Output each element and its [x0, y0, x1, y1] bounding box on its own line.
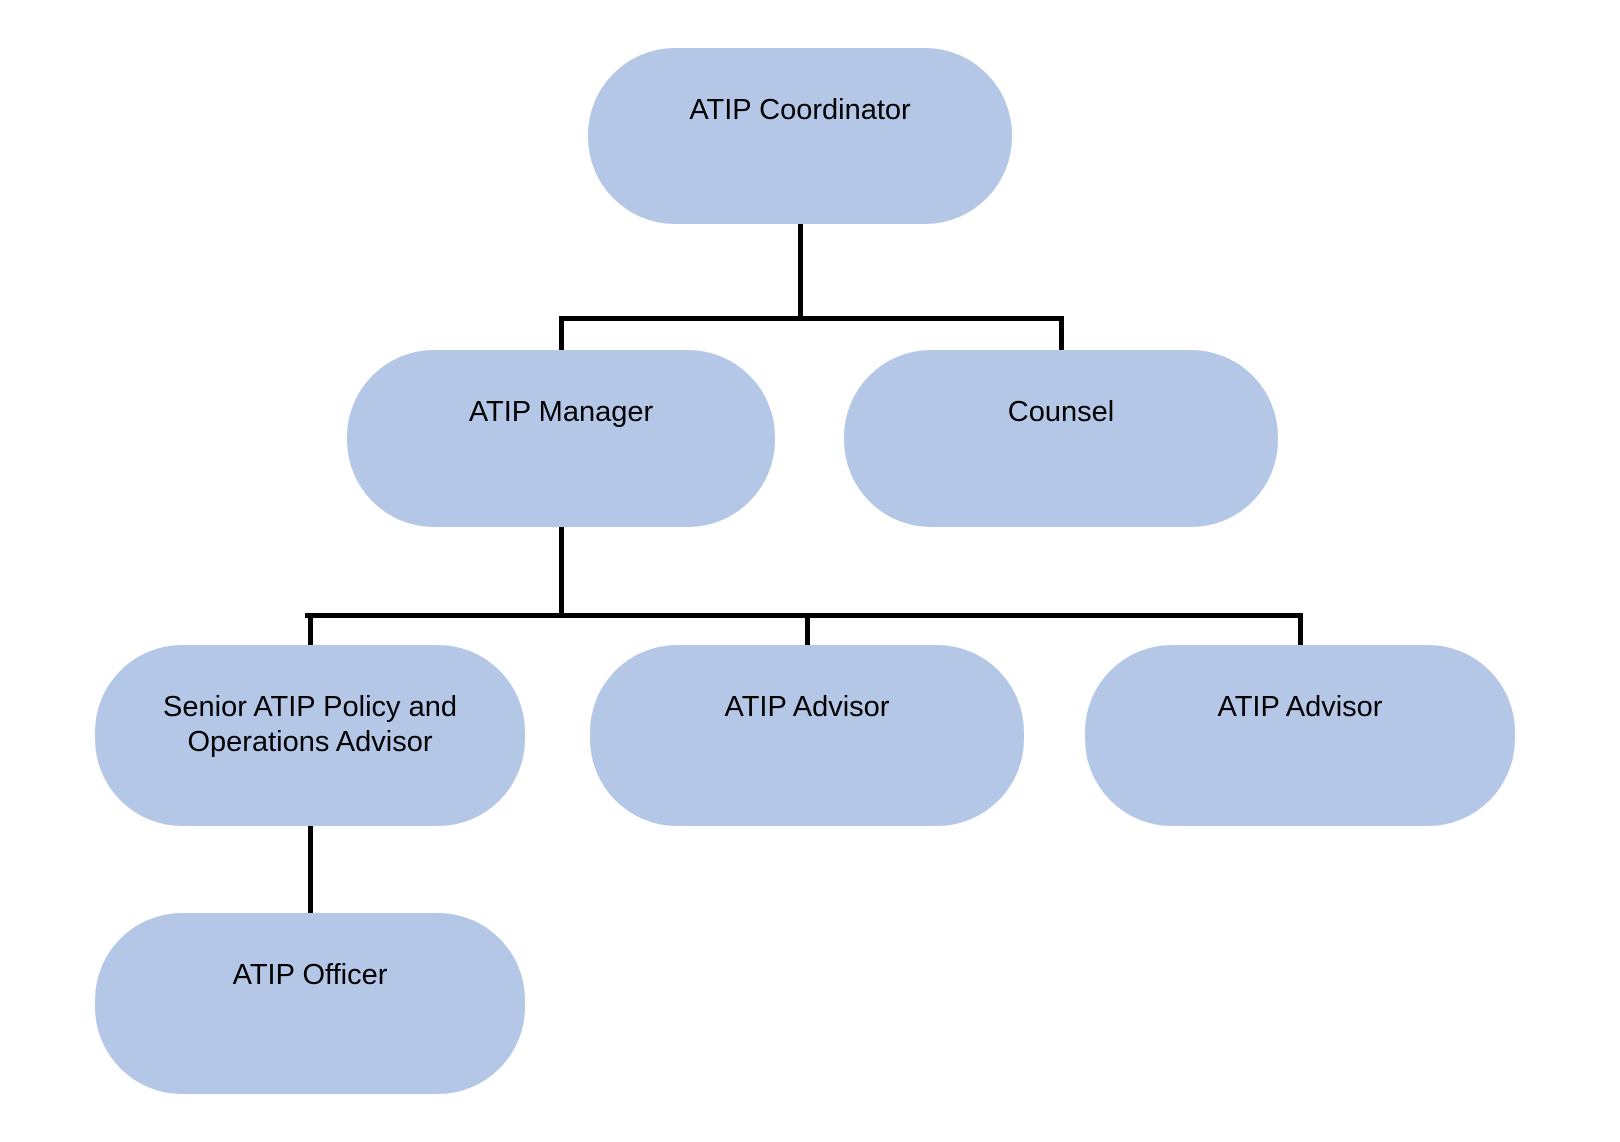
org-node-label: Counsel — [1007, 396, 1115, 428]
connector-drop-to-atip-advisor-1 — [804, 615, 810, 646]
org-node-label: ATIP Officer — [232, 959, 388, 991]
org-node-atip-coordinator: ATIP Coordinator — [588, 48, 1012, 224]
org-node-counsel: Counsel — [844, 350, 1278, 527]
connector-manager-drop — [558, 527, 564, 617]
connector-drop-to-atip-advisor-2 — [1297, 615, 1303, 646]
org-node-label: Senior ATIP Policy and Operations Adviso… — [163, 691, 457, 758]
org-node-atip-advisor-1: ATIP Advisor — [590, 645, 1024, 826]
connector-level2-horizontal-bar — [558, 315, 1064, 321]
org-node-label: ATIP Coordinator — [689, 94, 911, 126]
connector-drop-to-senior-advisor — [307, 615, 313, 646]
connector-level3-horizontal-bar — [305, 612, 1303, 618]
connector-drop-to-counsel — [1058, 318, 1064, 351]
org-node-atip-advisor-2: ATIP Advisor — [1085, 645, 1515, 826]
connector-drop-to-atip-officer — [307, 826, 313, 914]
org-node-label: ATIP Manager — [468, 396, 654, 428]
org-node-senior-atip-policy-and-operations-advisor: Senior ATIP Policy and Operations Adviso… — [95, 645, 525, 826]
org-node-label: ATIP Advisor — [1217, 691, 1383, 723]
org-node-atip-officer: ATIP Officer — [95, 913, 525, 1094]
org-node-label: ATIP Advisor — [724, 691, 890, 723]
connector-coordinator-drop — [797, 222, 803, 320]
connector-drop-to-atip-manager — [558, 318, 564, 351]
org-node-atip-manager: ATIP Manager — [347, 350, 775, 527]
